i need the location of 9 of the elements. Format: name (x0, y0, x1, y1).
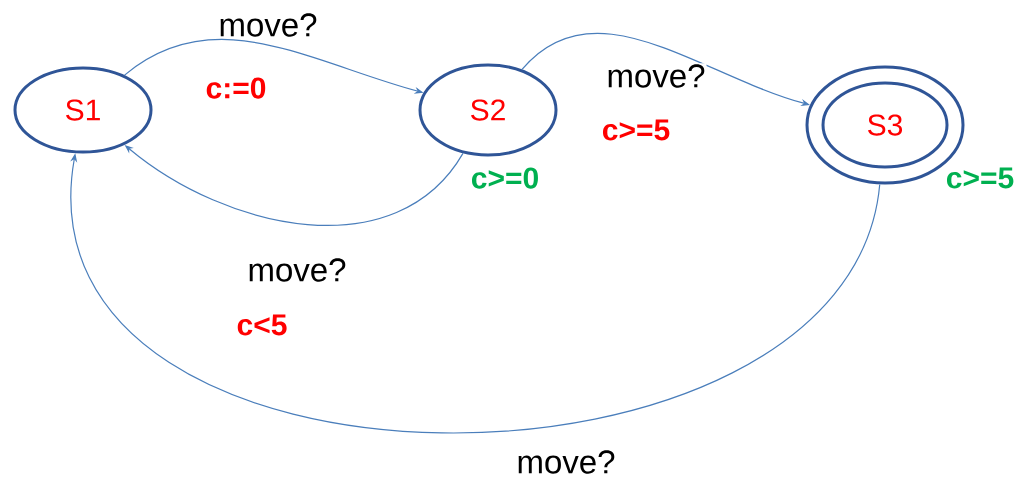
edge-label: move? (217, 12, 319, 38)
guard-label: c<5 (237, 314, 287, 336)
guard-label: c:=0 (206, 77, 266, 99)
invariant-label: c>=0 (472, 167, 538, 189)
invariant-label: c>=5 (947, 167, 1014, 189)
guard-label: c>=5 (603, 119, 670, 141)
edge-label: move? (246, 257, 348, 283)
edge-label: move? (515, 449, 617, 475)
edge-label: move? (605, 63, 707, 89)
